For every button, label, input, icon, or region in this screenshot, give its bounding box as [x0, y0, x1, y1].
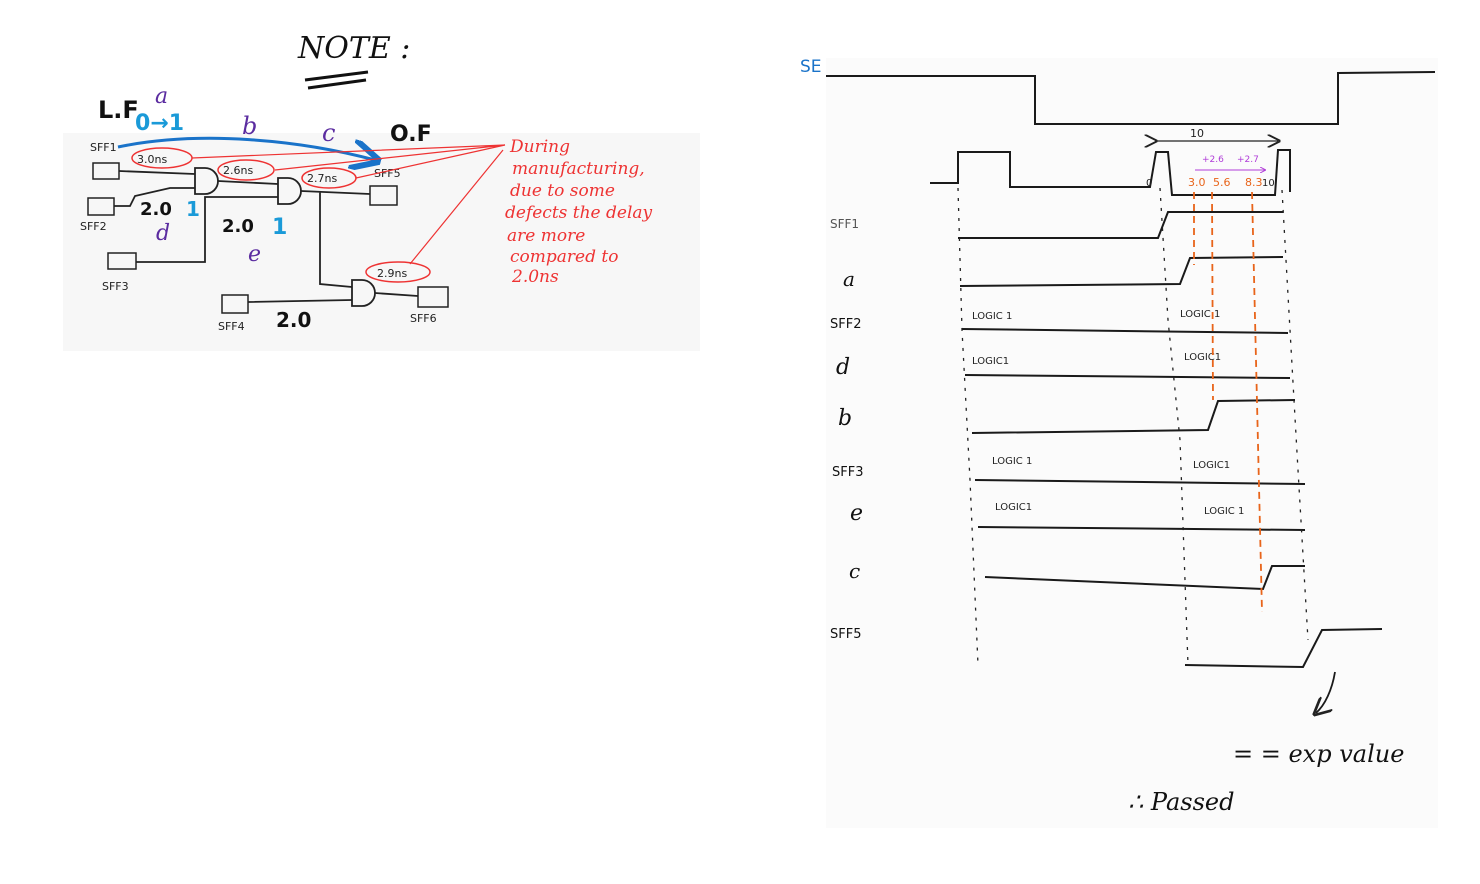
conclusion-label: ∴ Passed	[1128, 788, 1234, 816]
waveform-d	[964, 374, 1291, 379]
note-title: NOTE :	[297, 31, 410, 66]
signal-label-c: c	[849, 559, 860, 583]
node-b-label: b	[242, 112, 257, 140]
timing-paper-bg	[826, 58, 1438, 828]
flop-sff3	[107, 252, 137, 270]
signal-label-a: a	[843, 267, 855, 291]
node-e-label: e	[248, 242, 261, 267]
se-waveform	[826, 71, 1436, 125]
observe-label: O.F	[390, 122, 432, 147]
annotation-line-1: During	[509, 137, 570, 157]
circuit-note-panel: NOTE : L.F a 0→1 b c O.F SFF1 SFF2 SFF3 …	[63, 31, 700, 351]
result-arrow	[1316, 671, 1336, 713]
waveform-sff1	[958, 211, 1283, 239]
flop-sff4	[221, 294, 249, 314]
waveform-sff5	[1184, 628, 1383, 669]
node-d-label: d	[156, 221, 170, 246]
flop-label-sff4: SFF4	[218, 320, 245, 333]
input-bit-2: 1	[272, 215, 287, 240]
logic-label-e-left: LOGIC1	[995, 502, 1032, 513]
delay-ellipse-4	[365, 261, 431, 283]
transition-label: 0→1	[135, 111, 184, 136]
waveform-a	[959, 256, 1284, 287]
clock-waveform	[930, 149, 1291, 196]
launch-label: L.F	[98, 96, 139, 124]
annotation-line-7: 2.0ns	[511, 267, 559, 287]
launch-edge-guides	[957, 187, 1309, 666]
flop-label-sff6: SFF6	[410, 312, 437, 325]
logic-label-e-right: LOGIC 1	[1204, 506, 1244, 517]
logic-label-sff3-left: LOGIC 1	[992, 456, 1032, 467]
timing-diagram-panel: SE 10 0 10 +2.6 +2.7 3.0 5.6 8.3 SFF1 a …	[800, 57, 1438, 828]
signal-label-sff5: SFF5	[830, 627, 861, 642]
signal-label-sff1: SFF1	[830, 217, 859, 231]
flop-label-sff3: SFF3	[102, 280, 129, 293]
annotation-pointers	[191, 144, 506, 265]
expected-value-label: = = exp value	[1233, 740, 1404, 768]
arrival-time-1: 3.0	[1188, 176, 1206, 189]
se-label: SE	[800, 57, 822, 77]
input-value-sff2: 2.0	[140, 199, 172, 220]
note-underline	[304, 70, 369, 90]
node-a-top: a	[155, 84, 168, 109]
signal-label-sff3: SFF3	[832, 465, 863, 480]
and-gate-1	[194, 167, 219, 195]
waveform-e	[977, 526, 1306, 531]
waveform-c	[984, 565, 1305, 591]
flop-sff5	[369, 185, 398, 206]
logic-label-d-left: LOGIC1	[972, 356, 1009, 367]
arrival-time-3: 8.3	[1245, 176, 1263, 189]
delay-2: 2.6ns	[223, 164, 253, 177]
period-label: 10	[1190, 127, 1204, 140]
delay-4: 2.9ns	[377, 267, 407, 280]
annotation-line-3: due to some	[510, 181, 615, 201]
logic-label-d-right: LOGIC1	[1184, 352, 1221, 363]
signal-label-e: e	[850, 501, 863, 526]
signal-label-b: b	[838, 406, 852, 431]
waveform-sff2	[961, 328, 1289, 334]
delay-1: 3.0ns	[137, 153, 167, 166]
input-value-sff4: 2.0	[276, 308, 311, 332]
logic-label-sff3-right: LOGIC1	[1193, 460, 1230, 471]
node-c-label: c	[322, 119, 335, 147]
arrival-guides	[1193, 191, 1263, 613]
input-bit-1: 1	[186, 197, 200, 221]
and-gate-2	[277, 177, 302, 205]
launch-path-arrow	[117, 136, 375, 160]
clock-start-mark: 0	[1146, 178, 1152, 189]
circuit-wires	[114, 170, 419, 303]
signal-label-d: d	[836, 355, 850, 380]
flop-sff6	[417, 286, 449, 308]
delay-step-2: +2.7	[1237, 155, 1259, 165]
annotation-line-5: are more	[507, 226, 585, 246]
delay-step-1: +2.6	[1202, 155, 1224, 165]
delay-ellipse-2	[217, 159, 275, 181]
input-value-sff3: 2.0	[222, 216, 254, 237]
annotation-line-6: compared to	[510, 247, 618, 267]
logic-label-sff2-left: LOGIC 1	[972, 311, 1012, 322]
clock-end-mark: 10	[1262, 178, 1275, 189]
flop-label-sff5: SFF5	[374, 167, 401, 180]
logic-label-sff2-right: LOGIC 1	[1180, 309, 1220, 320]
defect-annotation: During manufacturing, due to some defect…	[505, 137, 653, 287]
signal-label-sff2: SFF2	[830, 317, 861, 332]
arrival-time-2: 5.6	[1213, 176, 1231, 189]
waveform-sff3	[974, 479, 1306, 485]
flop-label-sff2: SFF2	[80, 220, 107, 233]
and-gate-3	[351, 279, 376, 307]
delay-3: 2.7ns	[307, 172, 337, 185]
annotation-line-2: manufacturing,	[512, 159, 645, 179]
flop-label-sff1: SFF1	[90, 141, 117, 154]
annotation-line-4: defects the delay	[505, 203, 653, 223]
